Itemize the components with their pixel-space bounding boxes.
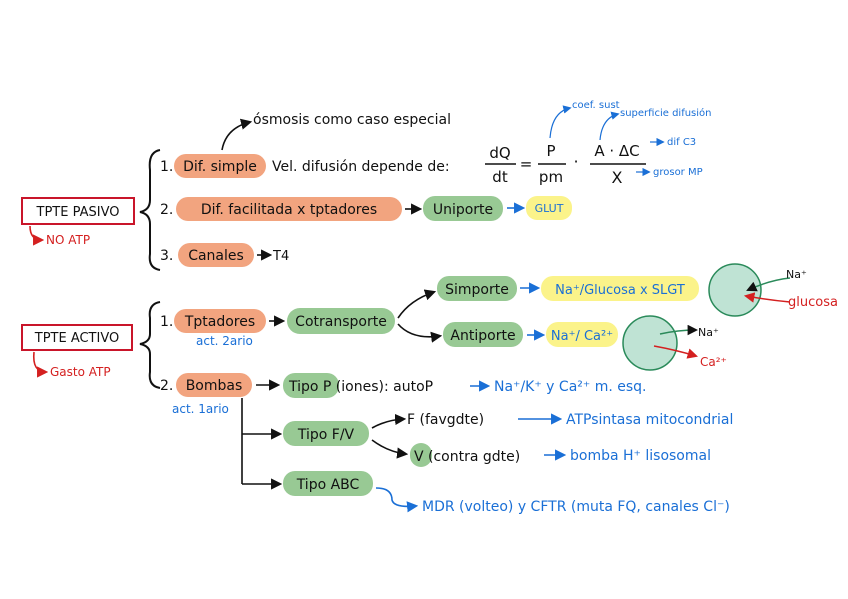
antiporte-circle-na: Na⁺ [698, 326, 719, 339]
dif-simple-pill [174, 154, 266, 178]
simporte-glu-arrow [743, 292, 791, 303]
activo-box [21, 324, 133, 351]
grosor-note: grosor MP [653, 167, 703, 178]
pasivo-sub: NO ATP [46, 233, 90, 247]
cotransporte-label: Cotransporte [295, 314, 387, 330]
tipo-fv-label: Tipo F/V [297, 427, 355, 443]
abc-example: MDR (volteo) y CFTR (muta FQ, canales Cl… [422, 499, 730, 515]
t4-label: T4 [272, 249, 289, 264]
simporte-label: Simporte [445, 282, 509, 298]
pasivo-item1-num: 1. [160, 159, 173, 175]
eq-dq: dQ [489, 144, 510, 162]
f-label: F (favgdte) [407, 412, 484, 428]
coef-note: coef. sust [572, 100, 620, 111]
dif-facilitada-pill [176, 197, 402, 221]
bombas-label: Bombas [186, 378, 243, 394]
antiporte-label: Antiporte [450, 328, 515, 344]
pasivo-box [21, 197, 135, 225]
tipo-abc-label: Tipo ABC [296, 477, 360, 493]
eq-dt: dt [492, 168, 508, 186]
simporte-pill [437, 276, 517, 301]
uniporte-pill [423, 196, 503, 221]
canales-label: Canales [188, 248, 244, 264]
antiporte-na-arrow [659, 324, 699, 336]
pasivo-item2-num: 2. [160, 202, 173, 218]
tptadores-pill [174, 309, 266, 333]
tipo-p-pill [283, 373, 339, 398]
simporte-circle-na: Na⁺ [786, 268, 807, 281]
eq-dot: · [573, 152, 578, 171]
eq-adc: A · ΔC [594, 142, 639, 160]
eq-pm: pm [539, 168, 563, 186]
eq-equals: = [520, 155, 533, 173]
area-arrow [599, 111, 620, 141]
tipo-abc-pill [283, 471, 373, 496]
antiporte-circle [622, 315, 678, 371]
osmosis-note: ósmosis como caso especial [253, 112, 451, 128]
antiporte-circle-ca: Ca²⁺ [700, 355, 727, 369]
simporte-na-arrow [746, 277, 791, 292]
f-example: ATPsintasa mitocondrial [566, 412, 733, 428]
eq-x: X [612, 168, 623, 187]
area-note: superficie difusión [620, 107, 712, 119]
v-label: V (contra gdte) [414, 449, 520, 465]
antiporte-ca-arrow [653, 345, 699, 359]
v-branch [371, 439, 409, 459]
pasivo-sub-arrow [29, 225, 45, 246]
antiporte-pill [443, 322, 523, 347]
simporte-example: Na⁺/Glucosa x SLGT [555, 283, 685, 298]
activo-brace [139, 301, 161, 389]
v-pill [410, 443, 432, 467]
simporte-example-pill [541, 276, 699, 301]
activo-item1-num: 1. [160, 314, 173, 330]
antiporte-example: Na⁺/ Ca²⁺ [551, 329, 613, 344]
activo-box-label: TPTE ACTIVO [34, 331, 119, 346]
canales-pill [178, 243, 254, 267]
tipo-p-example: Na⁺/K⁺ y Ca²⁺ m. esq. [494, 379, 647, 395]
glut-label: GLUT [535, 202, 564, 215]
abc-ex-arrow [375, 487, 419, 513]
dif-facilitada-label: Dif. facilitada x tptadores [201, 202, 377, 218]
simporte-branch [397, 289, 437, 319]
coef-arrow [549, 105, 572, 139]
antiporte-branch [397, 323, 443, 343]
bombas-pill [176, 373, 252, 397]
simporte-circle [708, 263, 762, 317]
act-2ario: act. 2ario [196, 334, 253, 348]
act-1ario: act. 1ario [172, 402, 229, 416]
vel-difusion-text: Vel. difusión depende de: [272, 159, 450, 175]
dif-simple-label: Dif. simple [183, 159, 257, 175]
uniporte-label: Uniporte [433, 202, 493, 218]
difc-note: dif C3 [667, 137, 696, 148]
activo-sub-arrow [32, 351, 49, 378]
activo-item2-num: 2. [160, 378, 173, 394]
cotransporte-pill [287, 308, 395, 334]
pasivo-brace [139, 149, 161, 271]
tipo-fv-pill [283, 421, 369, 446]
pasivo-box-label: TPTE PASIVO [36, 205, 120, 220]
eq-p: P [546, 142, 555, 160]
v-example: bomba H⁺ lisosomal [570, 448, 711, 464]
simporte-circle-glu: glucosa [788, 295, 838, 310]
f-branch [371, 413, 407, 429]
activo-sub: Gasto ATP [50, 365, 111, 379]
pasivo-item3-num: 3. [160, 248, 173, 264]
glut-pill [526, 196, 572, 220]
antiporte-example-pill [546, 322, 618, 347]
tipo-p-label: Tipo P (iones): autoP [288, 379, 433, 395]
tptadores-label: Tptadores [184, 314, 255, 330]
osmosis-arrow [221, 118, 253, 151]
